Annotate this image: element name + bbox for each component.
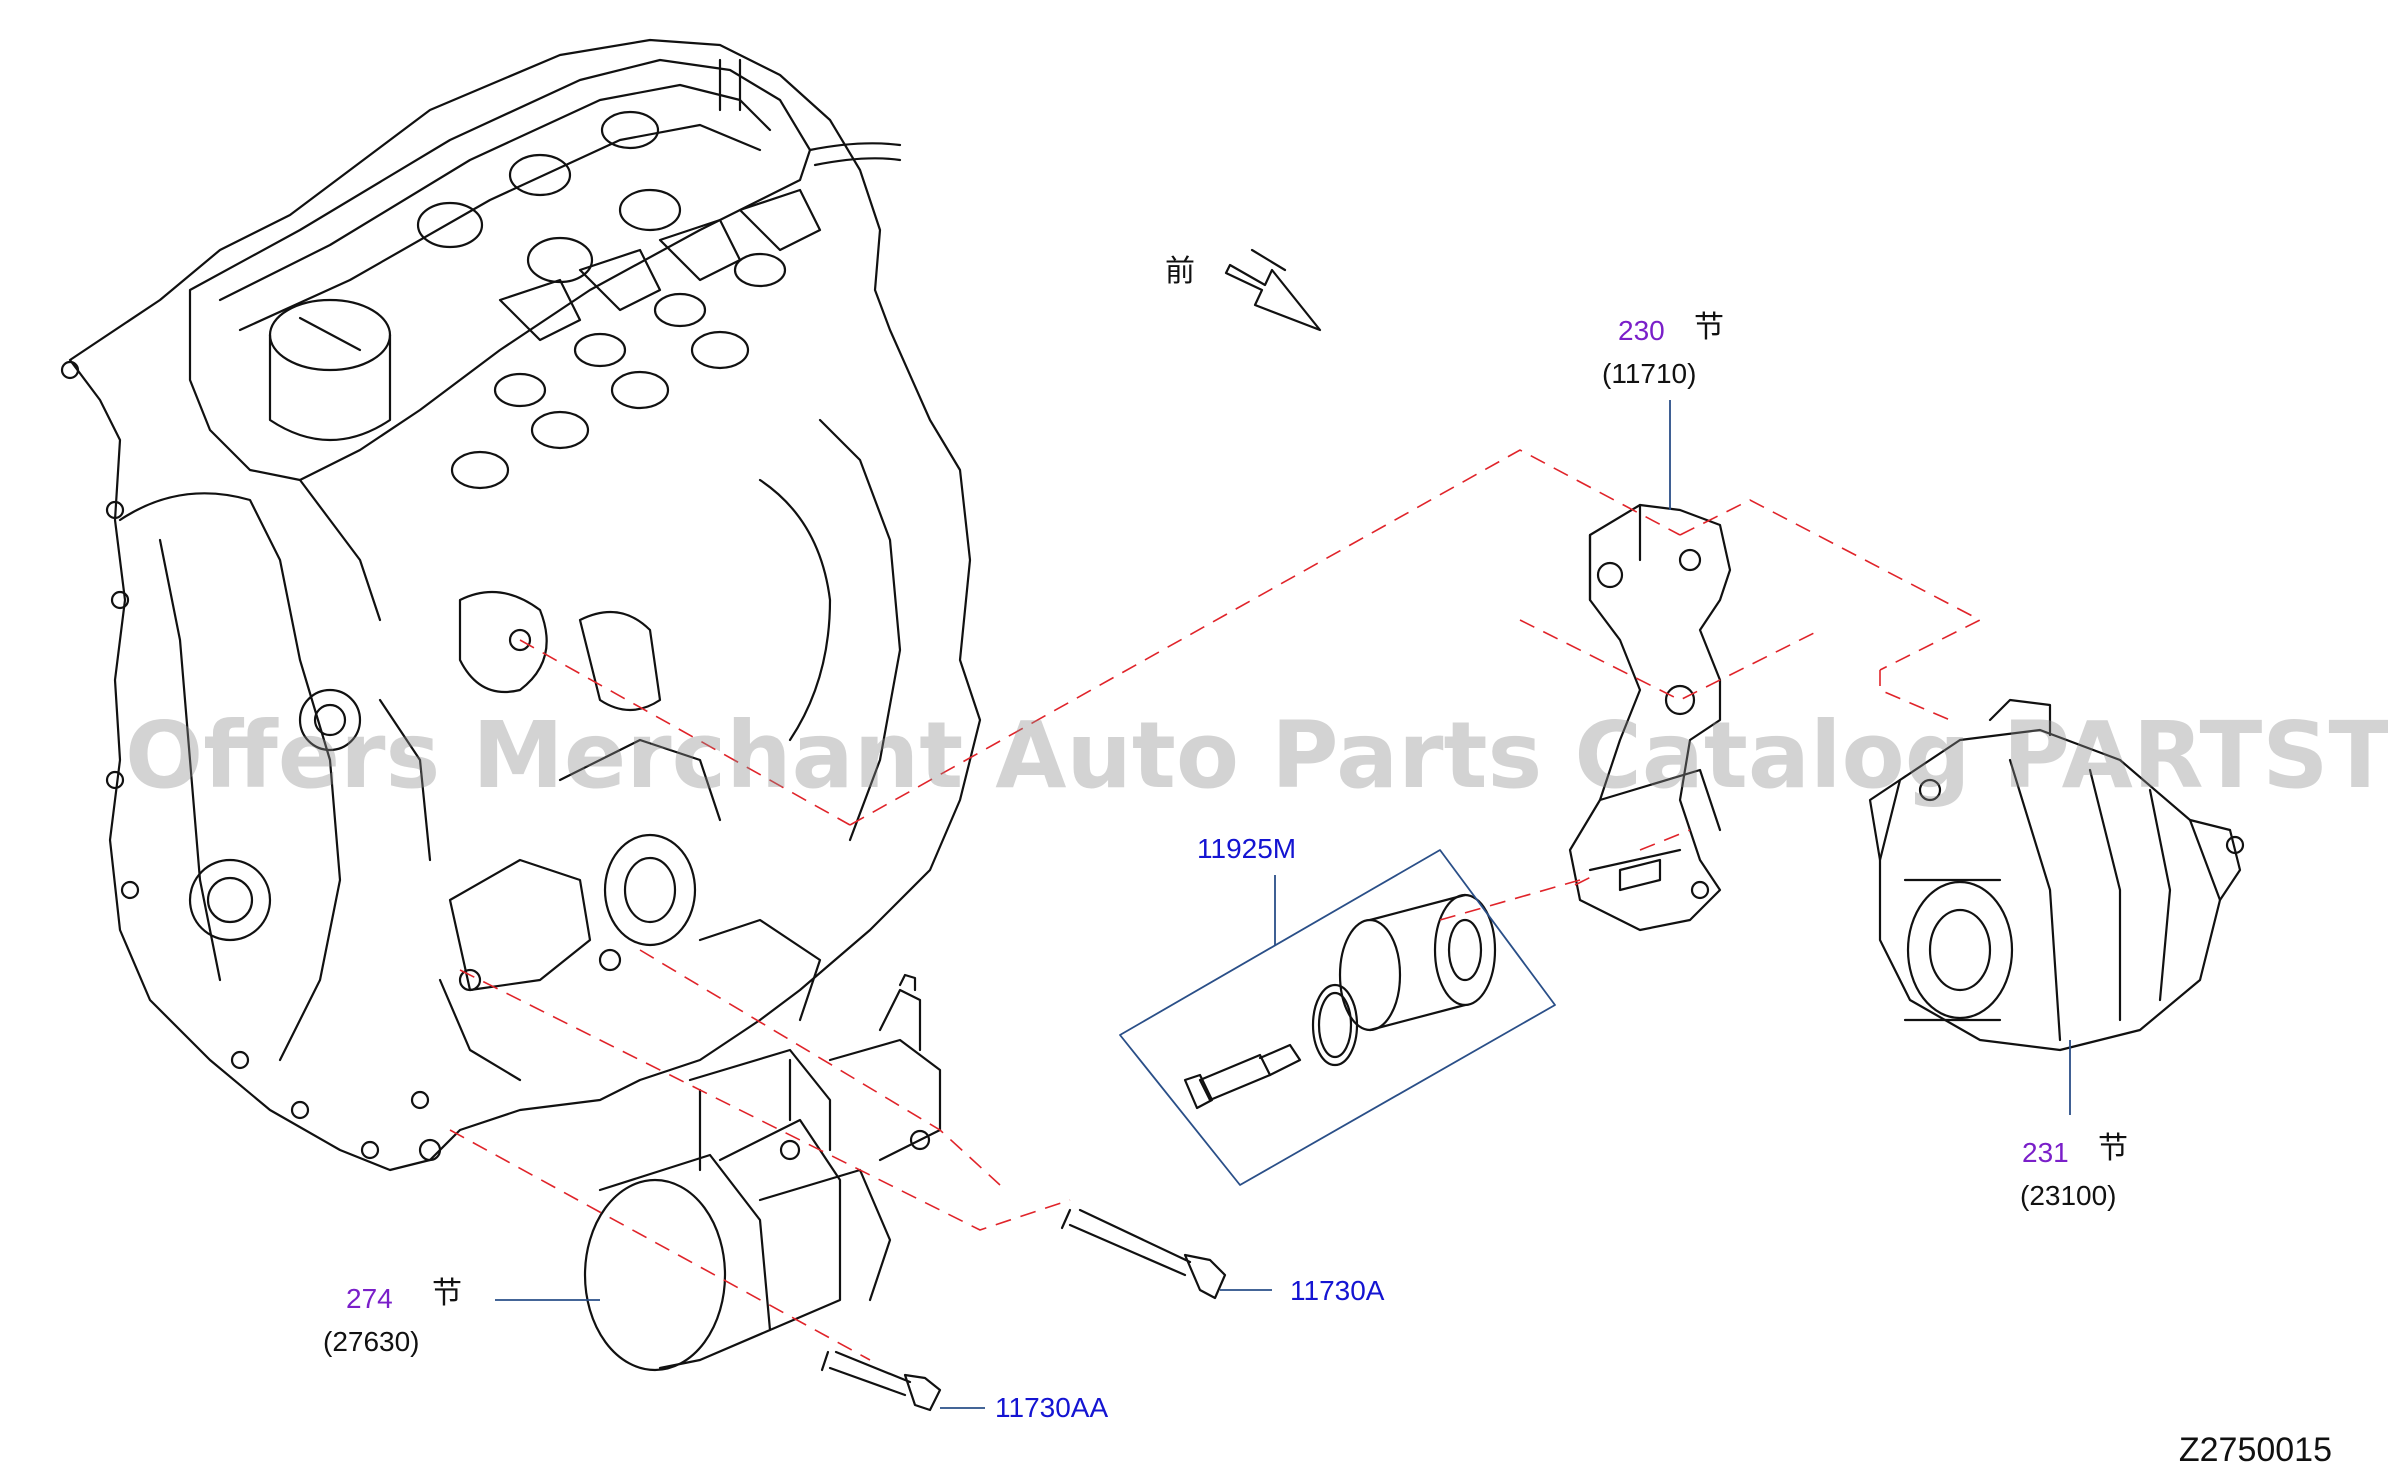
bolt-kit-illustration [1183, 893, 1497, 1110]
front-arrow [1224, 248, 1322, 332]
bolt-11730a-illustration [1060, 1208, 1227, 1300]
compressor-illustration [583, 973, 942, 1372]
watermark: Offers Merchant Auto Parts Catalog PARTS… [125, 702, 2388, 809]
callout-part-11730aa[interactable]: 11730AA [995, 1392, 1109, 1423]
bolt-kit-box [1119, 849, 1556, 1186]
bolt-11730aa-illustration [820, 1350, 942, 1412]
callout-suffix-230: 节 [1694, 310, 1724, 345]
bracket-illustration [1568, 503, 1732, 932]
callout-suffix-231: 节 [2098, 1131, 2128, 1166]
callout-suffix-274: 节 [432, 1276, 462, 1311]
callout-part-23100: (23100) [2020, 1180, 2117, 1211]
drawing-code: Z2750015 [2178, 1431, 2332, 1469]
callout-section-274[interactable]: 274 [346, 1283, 393, 1314]
engine-block-illustration [60, 38, 982, 1172]
front-label: 前 [1165, 254, 1195, 289]
callout-part-11710: (11710) [1602, 358, 1697, 389]
alternator-illustration [1868, 698, 2245, 1052]
leader-lines [495, 400, 2071, 1409]
callout-section-230[interactable]: 230 [1618, 315, 1665, 346]
assembly-lines [449, 449, 1982, 1361]
callout-part-11730a[interactable]: 11730A [1290, 1275, 1385, 1306]
callout-part-11925m[interactable]: 11925M [1197, 833, 1297, 864]
callout-part-27630: (27630) [323, 1326, 420, 1357]
callout-section-231[interactable]: 231 [2022, 1137, 2069, 1168]
